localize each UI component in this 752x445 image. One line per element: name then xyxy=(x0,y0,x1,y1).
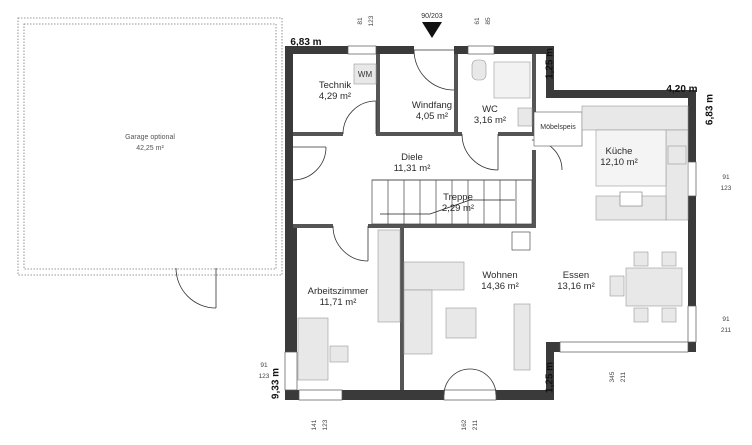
room-area: 42,25 m² xyxy=(136,145,164,152)
entrance-arrow xyxy=(422,22,442,38)
room-area: 4,29 m² xyxy=(318,91,352,102)
room-name: Windfang xyxy=(411,100,453,111)
room-area: 3,16 m² xyxy=(473,115,507,126)
room-area: 2,29 m² xyxy=(441,203,475,214)
room-garage: Garage optional 42,25 m² xyxy=(100,132,200,154)
room-diele: Diele 11,31 m² xyxy=(382,152,442,174)
garage-door xyxy=(175,267,217,309)
room-area: 14,36 m² xyxy=(481,281,519,292)
room-name: Essen xyxy=(562,270,590,281)
room-arbeitszimmer: Arbeitszimmer 11,71 m² xyxy=(298,286,378,308)
outer-walls xyxy=(285,46,696,400)
dim-top-width: 6,83 m xyxy=(290,37,322,48)
doors xyxy=(292,49,563,396)
room-name: Technik xyxy=(318,80,352,91)
room-name: Küche xyxy=(605,146,633,157)
room-area: 13,16 m² xyxy=(557,281,595,292)
room-name: Treppe xyxy=(443,192,473,203)
dim-step-1: 1,25 m xyxy=(544,47,556,80)
room-name: Garage optional xyxy=(125,134,175,141)
label-wm: WM xyxy=(357,70,373,79)
room-essen: Essen 13,16 m² xyxy=(546,270,606,292)
room-name: Wohnen xyxy=(482,270,518,281)
interior-walls xyxy=(293,54,536,390)
staircase xyxy=(371,179,533,225)
dim-step-2: 1,25 m xyxy=(544,361,556,394)
room-windfang: Windfang 4,05 m² xyxy=(394,100,470,122)
room-name: WC xyxy=(482,104,498,115)
room-area: 11,71 m² xyxy=(319,297,357,308)
label-entrance-size: 90/203 xyxy=(421,13,443,20)
windows xyxy=(284,45,697,401)
room-wc: WC 3,16 m² xyxy=(460,104,520,126)
dim-right-depth: 6,83 m xyxy=(704,93,716,126)
room-area: 11,31 m² xyxy=(393,163,431,174)
room-area: 12,10 m² xyxy=(600,157,638,168)
room-name: Diele xyxy=(401,152,423,163)
room-name: Arbeitszimmer xyxy=(307,286,369,297)
room-treppe: Treppe 2,29 m² xyxy=(428,192,488,214)
garage-outline xyxy=(17,17,283,276)
label-moebelspeis: Möbelspeis xyxy=(540,124,576,131)
room-wohnen: Wohnen 14,36 m² xyxy=(470,270,530,292)
furniture xyxy=(297,59,689,381)
dim-right-width: 4,20 m xyxy=(666,84,698,95)
room-area: 4,05 m² xyxy=(415,111,449,122)
room-technik: Technik 4,29 m² xyxy=(300,80,370,102)
room-kueche: Küche 12,10 m² xyxy=(584,146,654,168)
